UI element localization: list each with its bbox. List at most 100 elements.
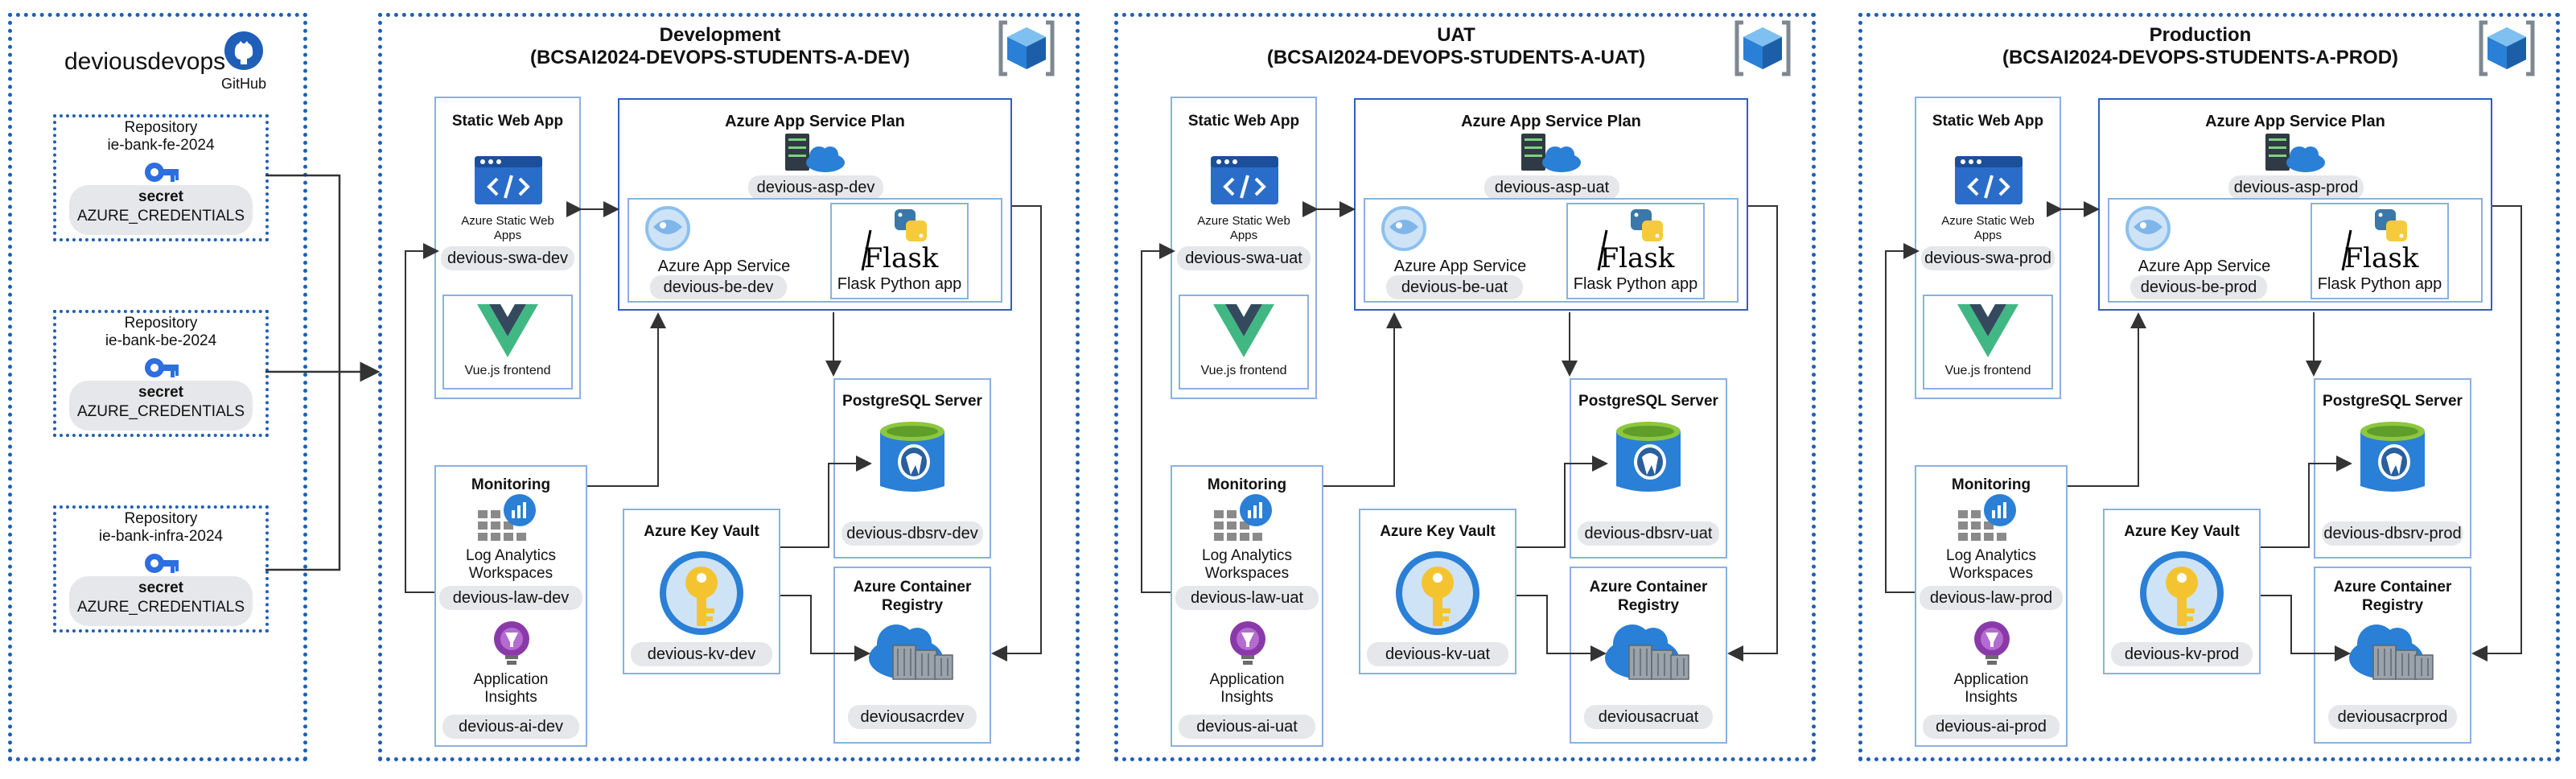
- ai-name: devious-ai-prod: [1923, 715, 2060, 739]
- swa-name: devious-swa-prod: [1921, 246, 2055, 270]
- monitoring-title: Monitoring: [1207, 476, 1287, 493]
- connector-arrow: [780, 455, 872, 548]
- app-insights-label: Application Insights: [1953, 671, 2029, 706]
- secret-value: AZURE_CREDENTIALS: [77, 208, 245, 225]
- static-web-app-title: Static Web App: [1187, 113, 1300, 130]
- environment-frame: [1858, 13, 2560, 761]
- acr-title: Azure Container Registry: [1589, 579, 1708, 614]
- be-name: devious-be-prod: [2130, 275, 2267, 299]
- monitoring-title: Monitoring: [471, 476, 551, 493]
- app-insights-icon: [488, 618, 536, 670]
- acr-name: deviousacrprod: [2328, 705, 2457, 729]
- log-analytics-icon: [1212, 493, 1277, 545]
- app-service-plan-title: Azure App Service Plan: [2205, 113, 2385, 130]
- flask-app-label: Flask Python app: [1573, 275, 1698, 293]
- connector-arrow: [780, 595, 870, 662]
- connector-arrow: [1516, 595, 1607, 662]
- flask-icon: Flask: [1589, 206, 1685, 282]
- app-service-plan-title: Azure App Service Plan: [725, 113, 905, 130]
- flask-app-label: Flask Python app: [2317, 275, 2442, 293]
- kv-name: devious-kv-uat: [1367, 642, 1508, 666]
- swa-name: devious-swa-uat: [1177, 246, 1311, 270]
- vue-frontend-label: Vue.js frontend: [1944, 364, 2031, 377]
- connector-arrow: [1323, 312, 1402, 487]
- be-name: devious-be-dev: [650, 275, 787, 299]
- secret-value: AZURE_CREDENTIALS: [77, 599, 245, 616]
- acr-icon: [1602, 616, 1690, 688]
- static-web-app-title: Static Web App: [1932, 113, 2044, 130]
- postgres-icon: [2354, 420, 2431, 501]
- acr-name: deviousacruat: [1584, 705, 1713, 729]
- connector-arrow: [2261, 455, 2352, 548]
- github-icon: [224, 31, 264, 71]
- monitoring-title: Monitoring: [1951, 476, 2031, 493]
- app-service-plan-icon: [1520, 132, 1582, 178]
- environment-title: Production: [2149, 24, 2252, 46]
- key-vault-icon: [657, 549, 746, 641]
- log-analytics-icon: [476, 493, 541, 545]
- log-analytics-label: Log Analytics Workspaces: [1202, 547, 1292, 582]
- repository-name: ie-bank-be-2024: [105, 332, 217, 349]
- svg-text:Flask: Flask: [864, 242, 939, 274]
- law-name: devious-law-uat: [1175, 586, 1319, 610]
- secret-label: secret: [138, 579, 183, 596]
- static-web-app-icon: [1953, 155, 2024, 210]
- key-vault-icon: [2138, 549, 2226, 641]
- secret-pill: [69, 576, 253, 626]
- key-icon: [142, 352, 180, 388]
- app-insights-label: Application Insights: [473, 671, 549, 706]
- environment-frame: [378, 13, 1080, 761]
- key-icon: [142, 547, 180, 583]
- acr-name: deviousacrdev: [848, 705, 977, 729]
- key-vault-icon: [1393, 549, 1482, 641]
- app-service-icon: [1380, 204, 1428, 257]
- db-name: devious-dbsrv-prod: [2322, 521, 2463, 546]
- static-web-apps-caption: Azure Static Web Apps: [1941, 214, 2035, 242]
- secret-value: AZURE_CREDENTIALS: [77, 403, 245, 420]
- connector-arrow: [1141, 243, 1175, 593]
- subscription-icon: [2476, 18, 2537, 83]
- environment-frame: [1114, 13, 1816, 761]
- app-service-icon: [2124, 204, 2172, 257]
- flask-app-box: [830, 203, 969, 299]
- log-analytics-label: Log Analytics Workspaces: [1946, 547, 2036, 582]
- app-insights-label: Application Insights: [1209, 671, 1285, 706]
- vue-icon: [477, 304, 538, 361]
- kv-name: devious-kv-prod: [2111, 642, 2253, 666]
- postgres-title: PostgreSQL Server: [2323, 393, 2463, 410]
- secret-label: secret: [138, 384, 183, 401]
- postgres-icon: [1610, 420, 1687, 501]
- app-service-label: Azure App Service: [657, 258, 791, 275]
- asp-name: devious-asp-dev: [748, 175, 883, 200]
- subscription-icon: [996, 18, 1057, 83]
- vue-icon: [1957, 304, 2018, 361]
- repository-name: ie-bank-infra-2024: [98, 528, 224, 545]
- secret-pill: [69, 381, 253, 431]
- db-name: devious-dbsrv-dev: [842, 521, 983, 546]
- acr-title: Azure Container Registry: [853, 579, 972, 614]
- key-vault-title: Azure Key Vault: [644, 523, 759, 540]
- connector-arrow: [1727, 205, 1778, 662]
- subscription-icon: [1732, 18, 1793, 83]
- key-icon: [142, 156, 180, 192]
- asp-name: devious-asp-prod: [2228, 175, 2364, 200]
- key-vault-title: Azure Key Vault: [1380, 523, 1496, 540]
- asp-name: devious-asp-uat: [1484, 175, 1619, 200]
- connector-arrow: [1885, 243, 1920, 593]
- environment-subscription: (BCSAI2024-DEVOPS-STUDENTS-A-UAT): [1266, 47, 1646, 68]
- law-name: devious-law-prod: [1920, 586, 2063, 610]
- repository-box: [53, 310, 269, 437]
- postgres-title: PostgreSQL Server: [842, 393, 982, 410]
- connector-arrow: [587, 312, 666, 487]
- app-insights-icon: [1224, 618, 1272, 670]
- repository-label: Repository: [124, 510, 198, 527]
- acr-title: Azure Container Registry: [2333, 579, 2452, 614]
- connector-arrow: [405, 243, 439, 593]
- postgres-title: PostgreSQL Server: [1578, 393, 1718, 410]
- connector-arrow: [991, 205, 1042, 662]
- connector-arrow: [2261, 595, 2351, 662]
- ai-name: devious-ai-uat: [1179, 715, 1315, 739]
- connector-arrow: [2068, 312, 2146, 487]
- vue-icon: [1213, 304, 1274, 361]
